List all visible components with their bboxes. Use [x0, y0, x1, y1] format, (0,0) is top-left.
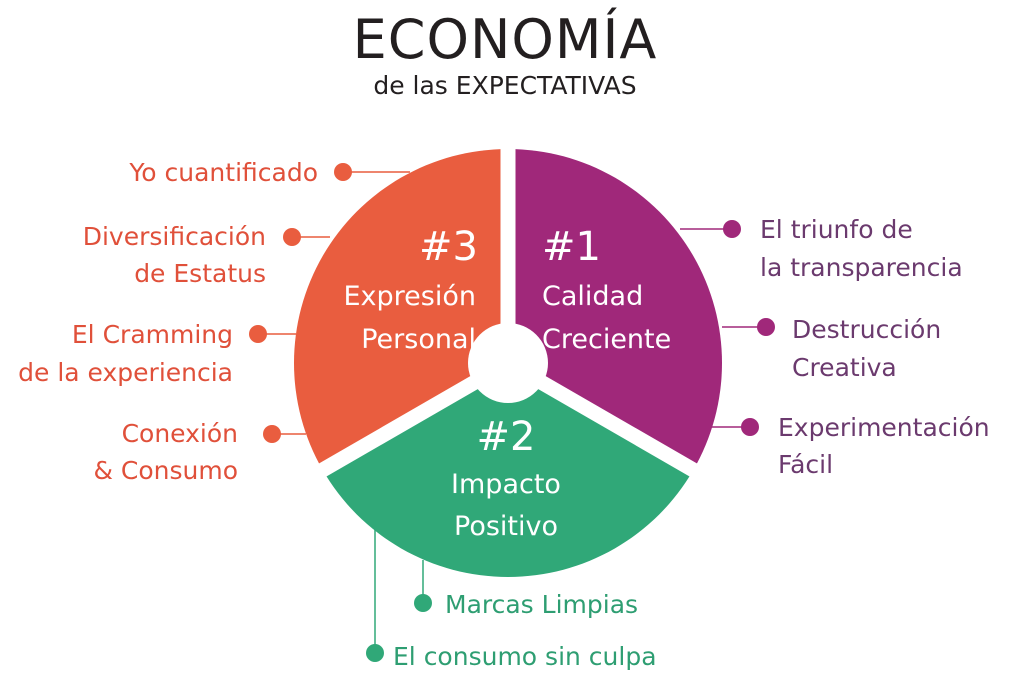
segment-3-line2: Personal	[361, 324, 476, 355]
label-destruccion-2: Creativa	[792, 353, 897, 382]
segment-3-number: #3	[419, 224, 478, 270]
segment-gaps	[314, 144, 702, 479]
label-experimentacion-2: Fácil	[778, 450, 833, 479]
segment-2-line2: Positivo	[454, 511, 558, 542]
label-experimentacion-1: Experimentación	[778, 413, 990, 442]
pie	[294, 144, 722, 577]
label-diversificacion-1: Diversificación	[83, 222, 266, 251]
subtitle: de las EXPECTATIVAS	[373, 71, 636, 100]
bullet-dot	[414, 594, 432, 612]
label-cramming-2: de la experiencia	[18, 358, 233, 387]
bullet-dot	[283, 228, 301, 246]
label-conexion-2: & Consumo	[93, 456, 238, 485]
segment-2-number: #2	[477, 414, 536, 460]
segment-1-line2: Creciente	[542, 324, 671, 355]
segment-1-number: #1	[542, 224, 601, 270]
bullet-dot	[741, 418, 759, 436]
label-triunfo-2: la transparencia	[760, 253, 963, 282]
bullet-dot	[757, 318, 775, 336]
label-diversificacion-2: de Estatus	[134, 259, 266, 288]
label-marcas-limpias: Marcas Limpias	[445, 590, 638, 619]
center-hole	[468, 323, 548, 403]
bullet-dot	[723, 220, 741, 238]
label-triunfo-1: El triunfo de	[760, 215, 913, 244]
bullet-dot	[366, 644, 384, 662]
label-conexion-1: Conexión	[122, 419, 238, 448]
title: ECONOMÍA	[353, 8, 658, 71]
bullet-dot	[263, 425, 281, 443]
bullet-dot	[334, 163, 352, 181]
segment-1-line1: Calidad	[542, 281, 643, 312]
label-yo-cuantificado: Yo cuantificado	[128, 158, 318, 187]
segment-3-line1: Expresión	[344, 281, 477, 312]
label-consumo-sin-culpa: El consumo sin culpa	[393, 642, 657, 671]
segment-2-line1: Impacto	[451, 469, 561, 500]
label-cramming-1: El Cramming	[72, 320, 233, 349]
label-destruccion-1: Destrucción	[792, 315, 941, 344]
bullet-dot	[249, 325, 267, 343]
